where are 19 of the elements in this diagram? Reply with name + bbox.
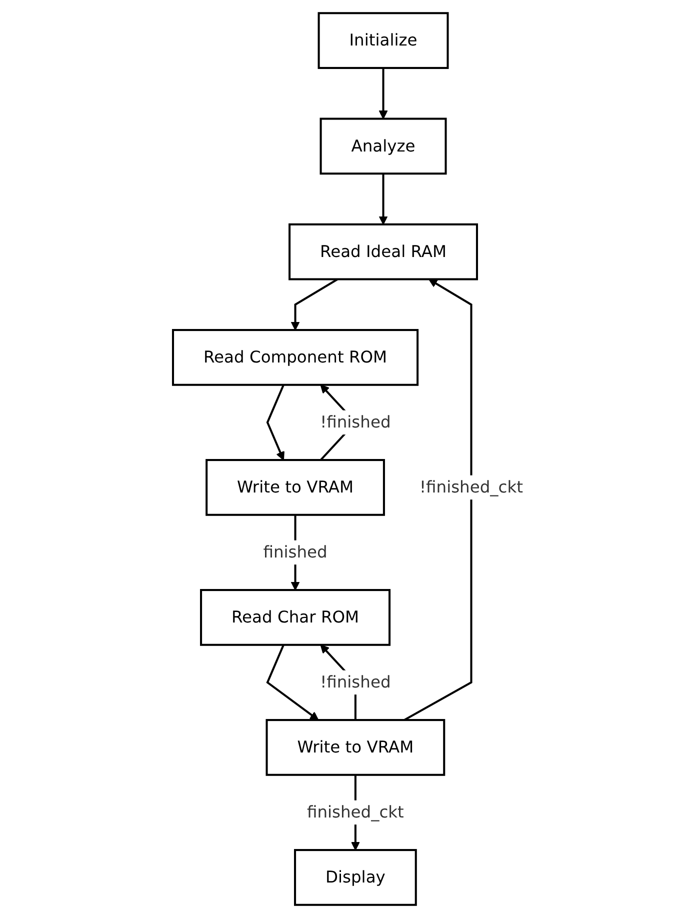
node-box: Read Component ROM: [172, 329, 419, 386]
arrow: [404, 278, 472, 721]
edge-label: finished: [263, 542, 328, 562]
arrow: [378, 68, 388, 120]
edge-label: !finished: [320, 672, 391, 692]
node-box: Read Char ROM: [200, 589, 391, 646]
arrow: [378, 174, 388, 225]
edge-label: !finished: [320, 412, 391, 432]
arrow: [266, 384, 284, 460]
arrow: [266, 644, 319, 720]
node-box: Write to VRAM: [266, 719, 446, 776]
node-box: Analyze: [320, 118, 447, 175]
node-box: Display: [294, 849, 417, 906]
node-box: Initialize: [318, 12, 449, 69]
edge-label: finished_ckt: [306, 802, 404, 822]
node-box: Write to VRAM: [206, 459, 385, 516]
edge-label: !finished_ckt: [420, 477, 523, 497]
arrow: [290, 278, 338, 330]
node-box: Read Ideal RAM: [288, 223, 478, 280]
